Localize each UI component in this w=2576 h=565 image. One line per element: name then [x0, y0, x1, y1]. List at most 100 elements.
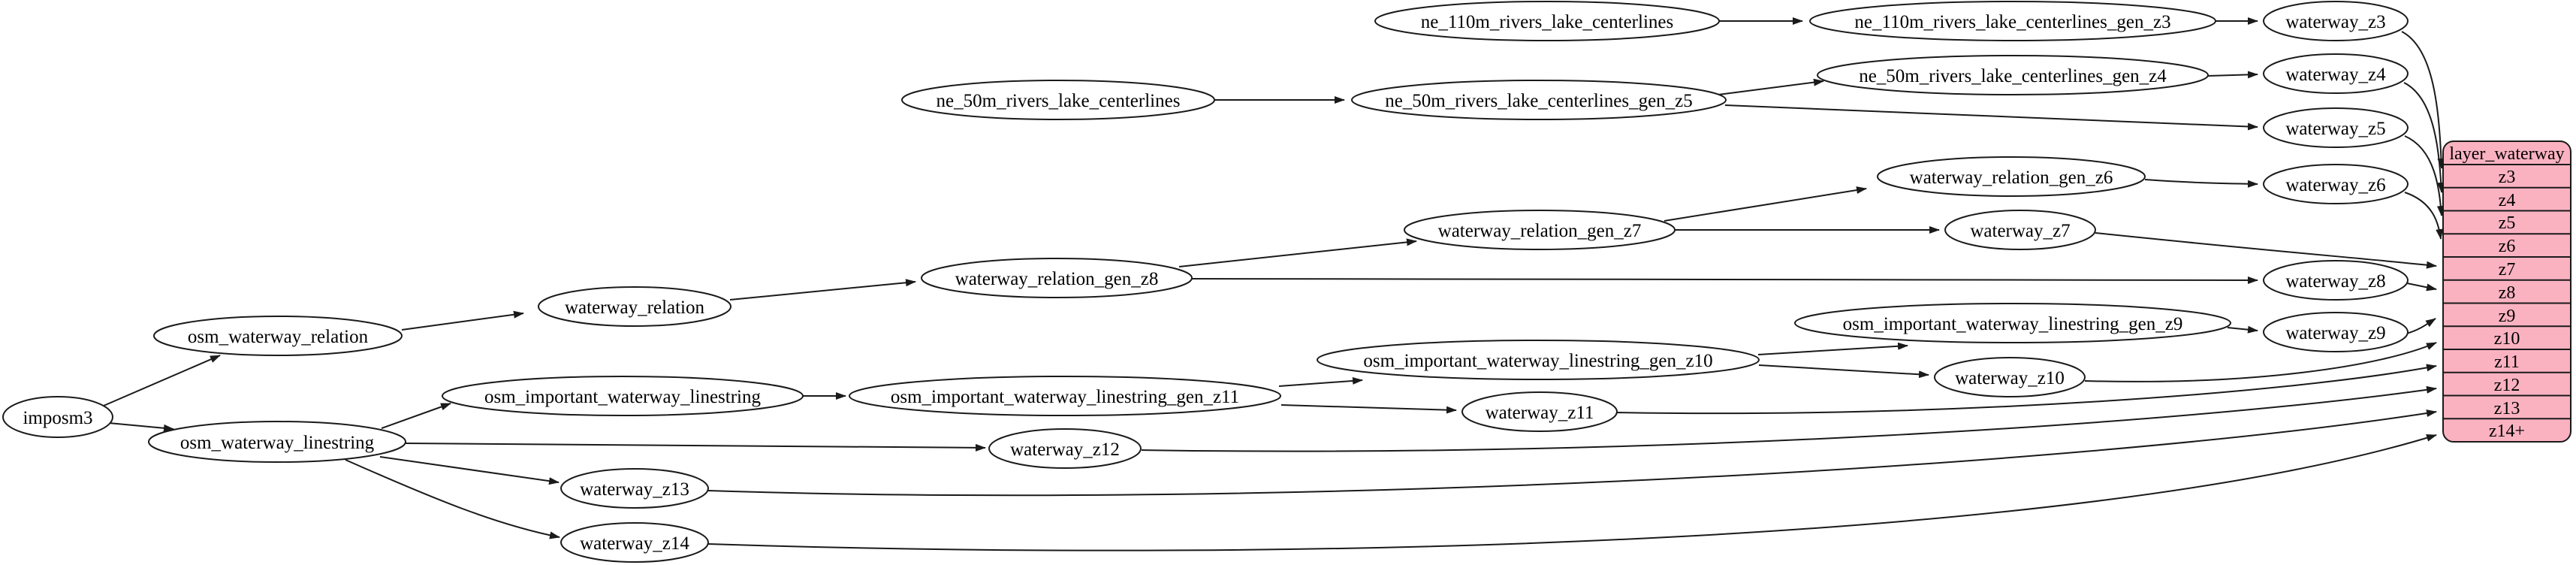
edge-gen_z4-waterway_z4 — [2207, 71, 2258, 79]
node-osm_important_waterway_linestring: osm_important_waterway_linestring — [442, 376, 804, 416]
edge-osm_waterway_linestring-waterway_z12 — [405, 443, 986, 452]
node-waterway_relation_gen_z6-shape — [1877, 156, 2146, 197]
edge-waterway_z7-row-z7 — [2095, 232, 2437, 269]
node-ne_50m_rivers_lake_centerlines_gen_z4-label: ne_50m_rivers_lake_centerlines_gen_z4 — [1859, 66, 2167, 86]
node-waterway_z7-shape — [1944, 210, 2096, 250]
node-waterway_z9: waterway_z9 — [2263, 312, 2409, 352]
node-waterway_z8-label: waterway_z8 — [2285, 271, 2385, 292]
edge-gen_z11-waterway_z11 — [1280, 404, 1457, 414]
edge-imposm3-osm_waterway_linestring — [108, 422, 174, 432]
table-row-z11: z11 — [2494, 352, 2520, 372]
edge-waterway_z12-row-z12 — [1141, 385, 2437, 452]
node-imposm3: imposm3 — [2, 396, 113, 438]
node-waterway_relation_gen_z8-shape — [921, 258, 1193, 298]
node-waterway_z11: waterway_z11 — [1461, 391, 1618, 432]
node-ne_50m_rivers_lake_centerlines_gen_z5-shape — [1351, 80, 1727, 120]
edge-waterway_relation_gen_z8-waterway_z8 — [1191, 276, 2258, 284]
edge-waterway_z6-row-z6 — [2404, 192, 2444, 240]
node-osm_important_waterway_linestring_gen_z11: osm_important_waterway_linestring_gen_z1… — [849, 376, 1281, 416]
edge-waterway_z9-row-z9 — [2406, 318, 2436, 334]
edge-waterway_z14-row-z14plus — [707, 434, 2437, 551]
node-waterway_z13-shape — [560, 468, 709, 509]
edge-waterway_z13-row-z13 — [707, 409, 2437, 497]
node-ne_50m_rivers_lake_centerlines_gen_z5: ne_50m_rivers_lake_centerlines_gen_z5 — [1351, 80, 1727, 120]
edge-gen_z10-waterway_z10 — [1758, 364, 1929, 379]
node-waterway_z14-label: waterway_z14 — [580, 533, 689, 554]
node-waterway_z13-label: waterway_z13 — [580, 479, 689, 500]
edge-waterway_relation-waterway_relation_gen_z8 — [729, 279, 916, 301]
edge-gen_z10-gen_z9 — [1757, 342, 1908, 355]
edge-waterway_relation_gen_z8-waterway_relation_gen_z7 — [1178, 238, 1417, 267]
node-waterway_z12-shape — [988, 428, 1142, 469]
edge-waterway_z10-row-z10 — [2084, 342, 2437, 382]
node-waterway_z6: waterway_z6 — [2263, 164, 2409, 204]
edge-waterway_relation_gen_z6-waterway_z6 — [2144, 179, 2258, 188]
table-row-z8: z8 — [2499, 283, 2516, 303]
edges — [103, 17, 2445, 551]
edge-imposm3-osm_waterway_relation — [103, 355, 221, 406]
node-waterway_relation_gen_z6-label: waterway_relation_gen_z6 — [1910, 168, 2113, 188]
node-osm_waterway_linestring-label: osm_waterway_linestring — [180, 433, 375, 453]
node-ne_50m_rivers_lake_centerlines_gen_z4: ne_50m_rivers_lake_centerlines_gen_z4 — [1817, 55, 2209, 95]
table-row-z13: z13 — [2494, 399, 2520, 418]
edge-osm_waterway_linestring-waterway_z14 — [345, 459, 560, 539]
edge-gen_z5-waterway_z5 — [1724, 104, 2258, 131]
node-osm_important_waterway_linestring-shape — [442, 376, 804, 416]
node-osm_important_waterway_linestring_gen_z9: osm_important_waterway_linestring_gen_z9 — [1794, 303, 2231, 343]
node-waterway_z8-shape — [2263, 260, 2409, 301]
node-waterway_relation_gen_z6: waterway_relation_gen_z6 — [1877, 156, 2146, 197]
node-ne_110m_rivers_lake_centerlines-label: ne_110m_rivers_lake_centerlines — [1421, 12, 1673, 32]
table-row-z12: z12 — [2494, 376, 2520, 395]
node-imposm3-shape — [2, 396, 113, 438]
table-background — [2442, 140, 2571, 443]
node-imposm3-label: imposm3 — [23, 408, 92, 428]
table-row-z3: z3 — [2499, 168, 2516, 187]
node-waterway_z5-shape — [2263, 107, 2409, 148]
edge-osm_waterway_linestring-waterway_z13 — [379, 456, 560, 485]
node-waterway_relation_gen_z7-label: waterway_relation_gen_z7 — [1438, 221, 1642, 241]
nodes: imposm3 osm_waterway_relation osm_waterw… — [2, 1, 2409, 563]
node-waterway_z5: waterway_z5 — [2263, 107, 2409, 148]
node-waterway_z4-shape — [2263, 53, 2409, 94]
node-waterway_z14: waterway_z14 — [560, 522, 709, 563]
node-ne_110m_rivers_lake_centerlines_gen_z3-label: ne_110m_rivers_lake_centerlines_gen_z3 — [1854, 12, 2170, 32]
table-title: layer_waterway — [2449, 144, 2564, 164]
node-waterway_z5-label: waterway_z5 — [2285, 119, 2385, 139]
node-ne_110m_rivers_lake_centerlines-shape — [1374, 1, 1720, 41]
node-waterway_z9-label: waterway_z9 — [2285, 323, 2385, 343]
node-waterway_z3-shape — [2263, 1, 2409, 41]
edge-waterway_relation_gen_z7-waterway_relation_gen_z6 — [1664, 186, 1867, 222]
node-osm_waterway_relation-shape — [153, 316, 403, 356]
node-waterway_z3: waterway_z3 — [2263, 1, 2409, 41]
node-waterway_relation_gen_z8: waterway_relation_gen_z8 — [921, 258, 1193, 298]
node-waterway_z6-shape — [2263, 164, 2409, 204]
node-waterway_z8: waterway_z8 — [2263, 260, 2409, 301]
node-waterway_relation: waterway_relation — [538, 286, 731, 327]
edge-gen_z5-gen_z4 — [1718, 78, 1824, 95]
node-waterway_z12: waterway_z12 — [988, 428, 1142, 469]
node-osm_important_waterway_linestring_gen_z10-shape — [1317, 340, 1760, 380]
edge-osm_waterway_linestring-osm_important_waterway_linestring — [381, 403, 451, 429]
edge-waterway_z5-row-z5 — [2404, 135, 2445, 216]
node-ne_50m_rivers_lake_centerlines_gen_z4-shape — [1817, 55, 2209, 95]
table-row-z6: z6 — [2499, 237, 2516, 256]
node-waterway_z14-shape — [560, 522, 709, 563]
node-osm_important_waterway_linestring_gen_z11-shape — [849, 376, 1281, 416]
node-waterway_z7: waterway_z7 — [1944, 210, 2096, 250]
edge-waterway_z11-row-z11 — [1616, 364, 2437, 415]
node-ne_50m_rivers_lake_centerlines-shape — [901, 80, 1215, 120]
edge-osm_waterway_relation-waterway_relation — [401, 310, 524, 331]
node-waterway_relation_gen_z8-label: waterway_relation_gen_z8 — [955, 269, 1159, 289]
node-waterway_z10-label: waterway_z10 — [1955, 368, 2065, 388]
node-waterway_z12-label: waterway_z12 — [1010, 440, 1120, 460]
edge-waterway_z4-row-z4 — [2403, 82, 2445, 193]
table-row-z14plus: z14+ — [2489, 421, 2525, 441]
node-ne_110m_rivers_lake_centerlines_gen_z3: ne_110m_rivers_lake_centerlines_gen_z3 — [1809, 1, 2216, 41]
table-row-z10: z10 — [2494, 329, 2520, 349]
table-row-z7: z7 — [2499, 260, 2516, 279]
node-waterway_z11-shape — [1461, 391, 1618, 432]
node-waterway_relation_gen_z7-shape — [1404, 210, 1676, 250]
node-waterway_z6-label: waterway_z6 — [2285, 175, 2385, 195]
